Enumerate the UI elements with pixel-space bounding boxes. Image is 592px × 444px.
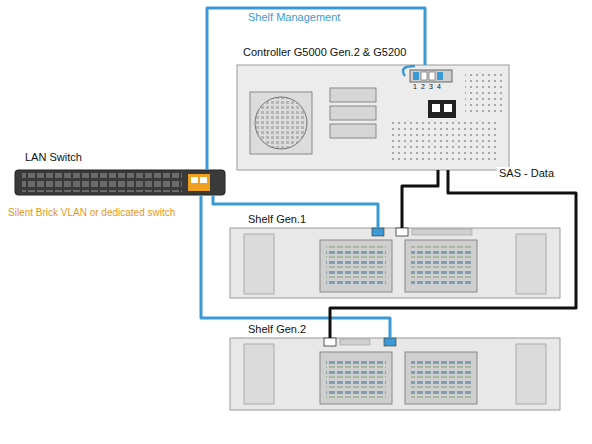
node-title: LAN Switch — [25, 151, 82, 164]
sas-cable — [330, 170, 576, 338]
shelf-chassis — [230, 338, 560, 410]
management-cable — [207, 8, 425, 170]
shelf-node: Shelf Gen.1 — [230, 228, 560, 298]
sas-cable — [402, 170, 438, 228]
port-number: 1 — [413, 83, 417, 91]
port-number: 2 — [421, 83, 425, 91]
vlan-note: Silent Brick VLAN or dedicated switch — [8, 207, 175, 219]
shelf-node: Shelf Gen.2 — [230, 338, 560, 410]
management-cable — [213, 195, 378, 228]
cable-label: SAS - Data — [497, 167, 556, 180]
shelf-chassis — [230, 228, 560, 298]
lan-switch-body — [15, 170, 225, 195]
node-title: Shelf Gen.1 — [248, 213, 306, 226]
switch-node: LAN Switch — [15, 170, 225, 195]
port-number: 3 — [429, 83, 433, 91]
controller-chassis — [237, 65, 509, 170]
cable-label: Shelf Management — [246, 11, 342, 24]
node-title: Controller G5000 Gen.2 & G5200 — [243, 46, 406, 59]
port-number: 4 — [437, 83, 441, 91]
management-cable — [201, 195, 390, 338]
controller-node: Controller G5000 Gen.2 & G5200 — [237, 65, 509, 170]
node-title: Shelf Gen.2 — [248, 323, 306, 336]
